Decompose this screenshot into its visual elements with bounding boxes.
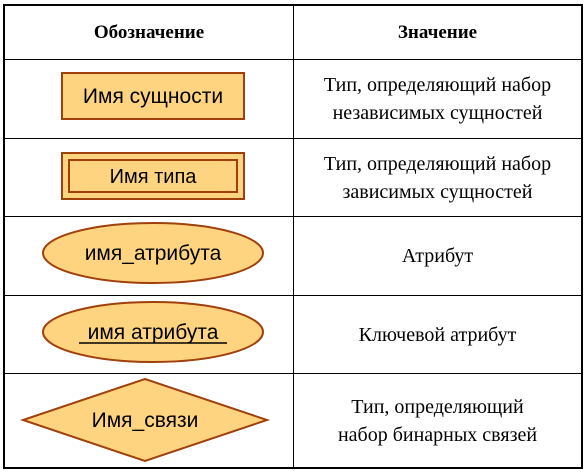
- weak-entity-double-rectangle-shape: Имя типа: [61, 152, 245, 200]
- notation-key-attribute-cell: имя атрибута: [5, 296, 293, 373]
- notation-table: Обозначение Значение Имя сущности Тип, о…: [3, 4, 583, 469]
- attribute-ellipse-shape: имя_атрибута: [42, 222, 264, 284]
- relationship-diamond-shape: Имя_связи: [19, 377, 271, 463]
- notation-relationship-cell: Имя_связи: [5, 374, 293, 467]
- relationship-label: Имя_связи: [92, 409, 199, 432]
- meaning-relationship: Тип, определяющий набор бинарных связей: [337, 395, 538, 446]
- column-divider: [293, 6, 294, 467]
- header-meaning: Значение: [397, 21, 478, 43]
- row-divider: [5, 216, 581, 217]
- header-notation: Обозначение: [93, 21, 205, 43]
- meaning-entity: Тип, определяющий набор независимых сущн…: [323, 74, 552, 124]
- key-attribute-label: имя атрибута: [88, 321, 219, 344]
- entity-rectangle-shape: Имя сущности: [61, 72, 245, 120]
- attribute-label: имя_атрибута: [85, 242, 222, 265]
- notation-entity-cell: Имя сущности: [5, 60, 293, 138]
- notation-type-cell: Имя типа: [5, 139, 293, 216]
- row-divider: [5, 373, 581, 374]
- key-attribute-ellipse-shape: имя атрибута: [42, 301, 264, 363]
- meaning-type: Тип, определяющий набор зависимых сущнос…: [323, 152, 552, 203]
- notation-attribute-cell: имя_атрибута: [5, 217, 293, 295]
- meaning-attribute: Атрибут: [401, 245, 474, 267]
- row-divider: [5, 138, 581, 139]
- meaning-key-attribute: Ключевой атрибут: [358, 323, 517, 346]
- entity-label: Имя сущности: [83, 85, 223, 108]
- type-label: Имя типа: [110, 166, 198, 188]
- row-divider: [5, 295, 581, 296]
- row-divider: [5, 59, 581, 60]
